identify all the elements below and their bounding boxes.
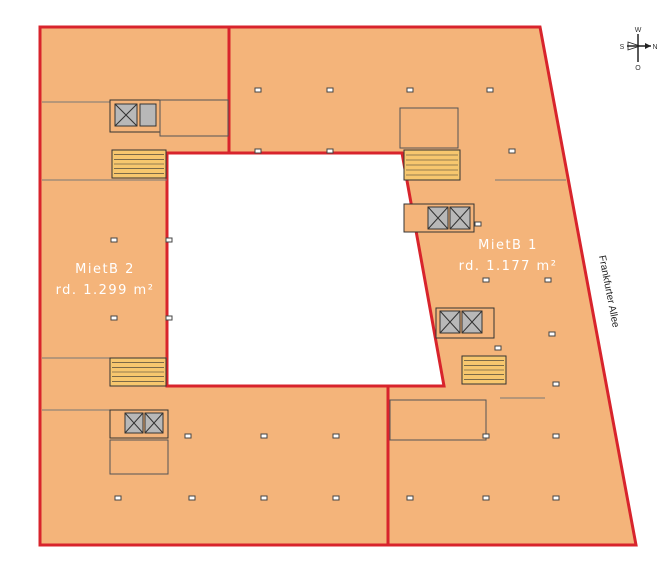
column [260, 495, 268, 501]
elevator-cross [449, 206, 471, 230]
unit-1-name: MietB 1 [478, 238, 538, 253]
column [254, 87, 262, 93]
column [548, 331, 556, 337]
building-cores [109, 99, 507, 475]
column [110, 237, 118, 243]
column [332, 495, 340, 501]
toilet-block [109, 439, 169, 475]
column [494, 345, 502, 351]
column [486, 87, 494, 93]
compass-east: O [635, 65, 641, 72]
street-label: Frankfurter Allee [596, 254, 621, 329]
column [114, 495, 122, 501]
column [184, 433, 192, 439]
elevator-cross [124, 412, 144, 434]
column [482, 433, 490, 439]
columns [110, 87, 560, 501]
column [552, 495, 560, 501]
column [188, 495, 196, 501]
unit-2-area: rd. 1.299 m² [56, 283, 155, 298]
compass-west: W [635, 27, 642, 34]
column [482, 495, 490, 501]
column [326, 87, 334, 93]
unit-2-name: MietB 2 [75, 262, 135, 277]
column [544, 277, 552, 283]
column [326, 148, 334, 154]
column [406, 87, 414, 93]
floor-area [38, 25, 638, 547]
elevator-cross [461, 310, 483, 334]
column [332, 433, 340, 439]
column [165, 315, 173, 321]
column [165, 237, 173, 243]
compass-icon: W S N O [620, 27, 658, 72]
column [552, 433, 560, 439]
elevator-cross [114, 103, 138, 127]
toilet-block [399, 107, 459, 149]
column [254, 148, 262, 154]
column [110, 315, 118, 321]
column [552, 381, 560, 387]
column [406, 495, 414, 501]
column [260, 433, 268, 439]
column [474, 221, 482, 227]
elevator-cross [144, 412, 164, 434]
compass-north: N [652, 44, 657, 51]
toilet-block [389, 399, 487, 441]
elevator-cross [439, 310, 461, 334]
shaft [139, 103, 157, 127]
unit-1-area: rd. 1.177 m² [459, 259, 558, 274]
column [482, 277, 490, 283]
column [508, 148, 516, 154]
compass-south: S [620, 44, 625, 51]
elevator-cross [427, 206, 449, 230]
toilet-block [159, 99, 229, 137]
